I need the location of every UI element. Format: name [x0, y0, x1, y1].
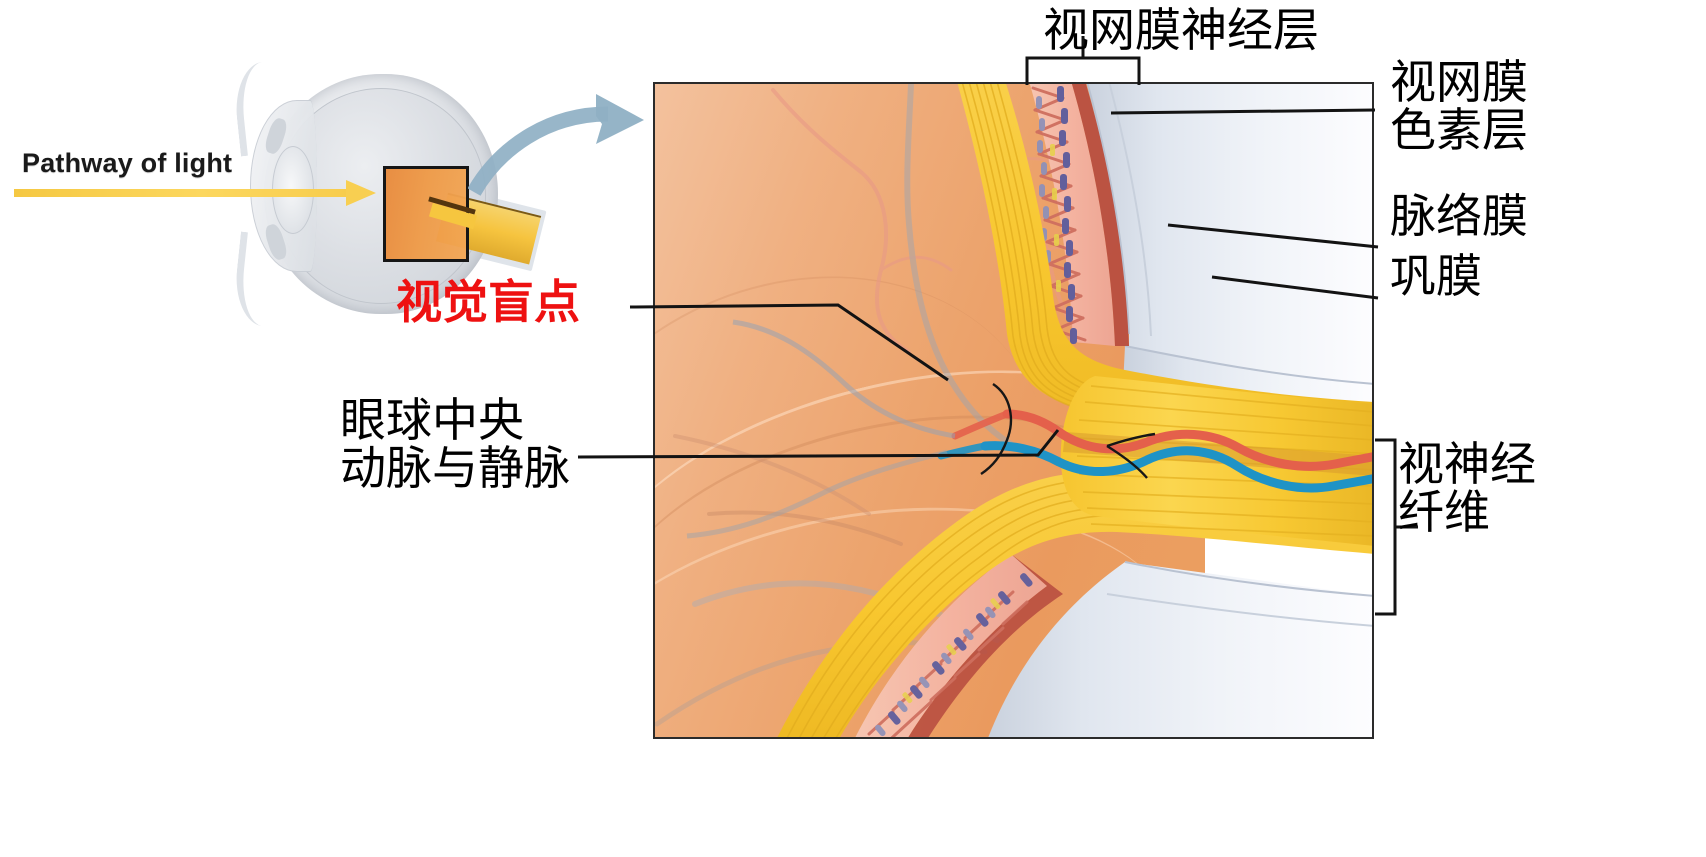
label-retina-nerve-layer: 视网膜神经层 [1043, 3, 1319, 57]
arrow-head [346, 180, 376, 206]
label-blind-spot: 视觉盲点 [396, 275, 580, 329]
magnification-inset-box [383, 166, 478, 262]
label-retina-pigment-layer: 视网膜 色素层 [1390, 55, 1528, 158]
arrow-shaft [14, 189, 354, 197]
pathway-of-light-arrow-icon [14, 180, 380, 206]
zoom-curved-arrow-icon [468, 94, 644, 196]
label-central-retinal-vessels: 眼球中央 动脉与静脉 [340, 393, 570, 496]
label-optic-nerve-fiber: 视神经 纤维 [1398, 437, 1536, 540]
label-sclera: 巩膜 [1390, 249, 1482, 303]
label-choroid: 脉络膜 [1390, 189, 1528, 243]
pathway-of-light-label: Pathway of light [22, 148, 233, 178]
